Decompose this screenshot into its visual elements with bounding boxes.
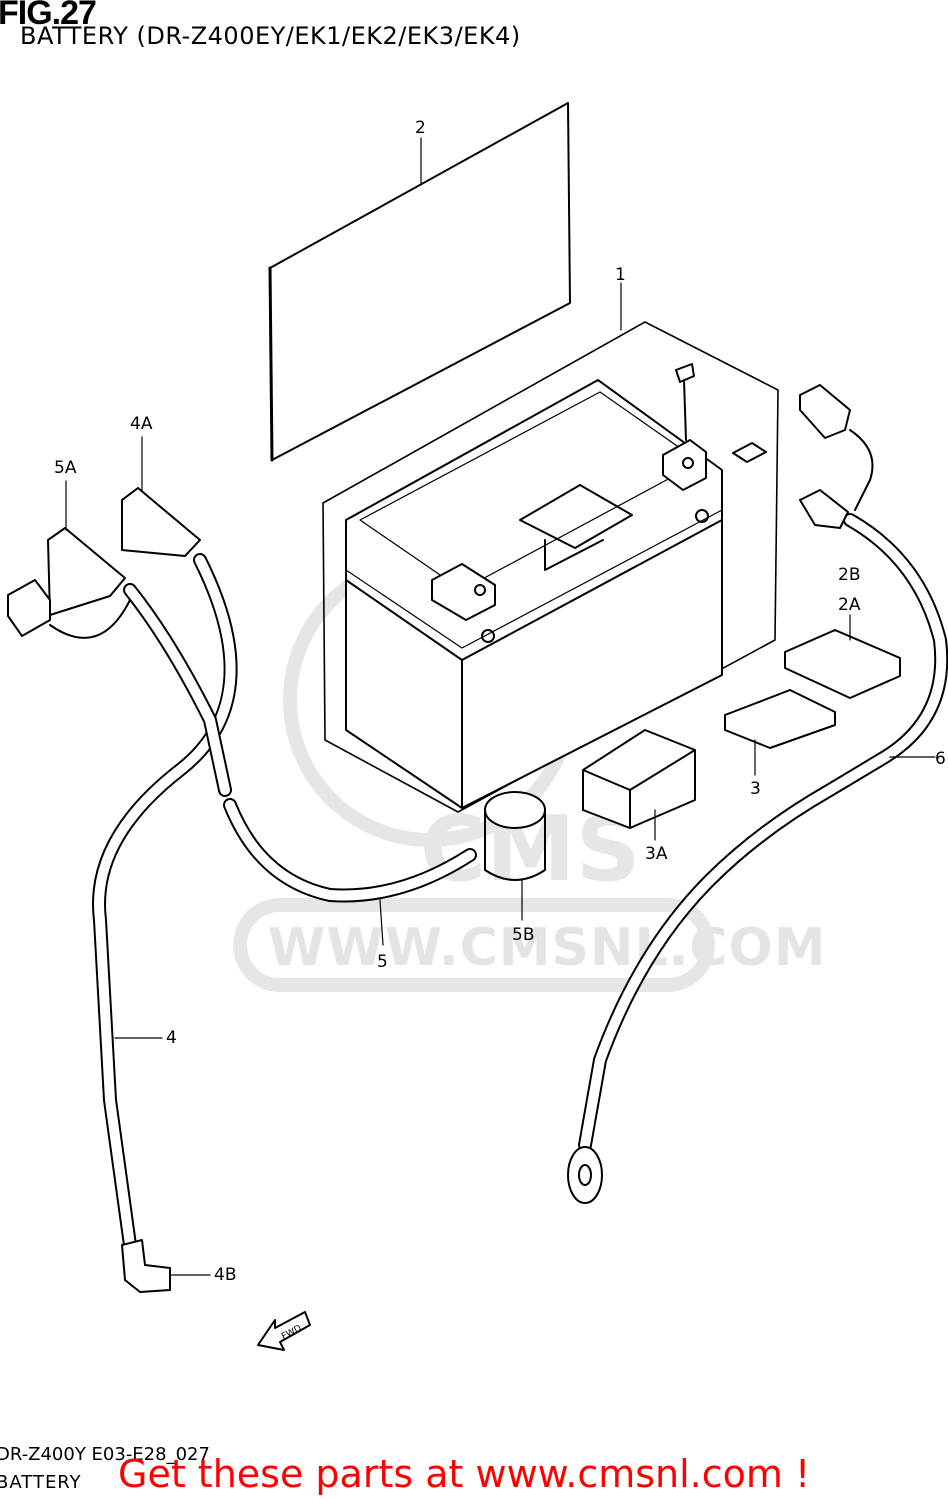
diagram-name: BATTERY: [0, 1472, 82, 1493]
callout-5: 5: [377, 952, 388, 972]
part-4a-boot: [121, 487, 201, 557]
part-6-coupler: [799, 384, 851, 439]
figure-subtitle: BATTERY (DR-Z400EY/EK1/EK2/EK3/EK4): [20, 22, 521, 50]
callout-2: 2: [415, 118, 426, 138]
terminal-nut: [732, 442, 767, 463]
callout-4: 4: [166, 1028, 177, 1048]
battery-terminal-left: [431, 563, 496, 621]
part-5b-cap: [484, 791, 546, 881]
part-5a-lead: [123, 583, 232, 797]
coupler-connector: [7, 579, 51, 637]
battery-terminal-right: [662, 439, 707, 491]
part-1-outline: [322, 321, 779, 813]
callout-5b: 5B: [512, 925, 535, 945]
callout-5a: 5A: [54, 458, 77, 478]
callout-4b: 4B: [214, 1265, 237, 1285]
callout-3: 3: [750, 779, 761, 799]
figure-number: FIG.27: [0, 0, 97, 32]
watermark-url: WWW.CMSNL.COM: [268, 918, 827, 978]
part-4b-boot: [121, 1239, 171, 1293]
callout-1: 1: [615, 265, 626, 285]
callout-3a: 3A: [645, 844, 668, 864]
part-5a-boot: [47, 527, 126, 616]
diagram-code: DR-Z400Y E03-E28_027: [0, 1444, 210, 1465]
ring-terminal: [567, 1146, 603, 1204]
forward-arrow: [257, 1311, 311, 1351]
part-3-pad: [724, 689, 836, 749]
promo-link-text[interactable]: Get these parts at www.cmsnl.com !: [118, 1452, 811, 1496]
part-3a-block: [582, 729, 696, 829]
callout-6: 6: [935, 749, 946, 769]
callout-2a: 2A: [838, 595, 861, 615]
leader-lines: [65, 137, 936, 1276]
part-2-plate: [269, 102, 571, 461]
callout-4a: 4A: [130, 414, 153, 434]
terminal-bolt: [675, 363, 695, 441]
callout-2b: 2B: [838, 565, 861, 585]
part-2a-pad: [784, 629, 901, 699]
part-6-clamp: [799, 489, 849, 529]
